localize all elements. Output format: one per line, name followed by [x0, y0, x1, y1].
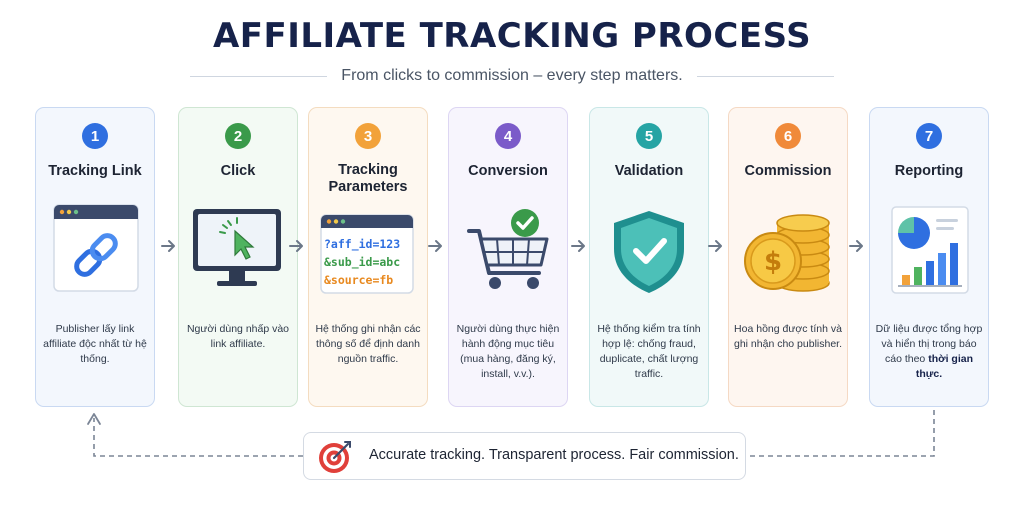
- param-sub-id: &sub_id=abc: [324, 255, 401, 269]
- step-title: Commission: [744, 163, 832, 179]
- subtitle-row: From clicks to commission – every step m…: [190, 64, 835, 88]
- param-aff-id: ?aff_id=123: [324, 237, 401, 251]
- step-title: Click: [220, 163, 256, 179]
- footer-banner: Accurate tracking. Transparent process. …: [303, 432, 746, 480]
- cart-check-icon: [457, 203, 559, 299]
- step-description-text: Dữ liệu được tổng hợp và hiển thị trong …: [875, 323, 983, 365]
- arrow-right-icon: [708, 238, 724, 254]
- report-chart-icon: [878, 203, 980, 299]
- arrow-right-icon: [571, 238, 587, 254]
- arrow-right-icon: [289, 238, 305, 254]
- step-number-badge: 7: [916, 123, 942, 149]
- step-number-badge: 1: [82, 123, 108, 149]
- coins-icon: $: [737, 203, 839, 299]
- step-card-reporting: 7 Reporting Dữ liệu được tổng hợp và hiể…: [869, 107, 989, 407]
- step-description-emphasis: thời gian thực.: [915, 353, 973, 380]
- step-description: Dữ liệu được tổng hợp và hiển thị trong …: [874, 322, 984, 382]
- step-description: Hệ thống kiểm tra tính hợp lệ: chống fra…: [597, 323, 701, 380]
- divider-left: [190, 75, 328, 77]
- step-description: Người dùng thực hiện hành động mục tiêu …: [456, 323, 560, 380]
- arrow-right-icon: [161, 238, 177, 254]
- step-number-badge: 2: [225, 123, 251, 149]
- step-card-tracking-parameters: 3 Tracking Parameters ?aff_id=123 &sub_i…: [308, 107, 428, 407]
- step-card-validation: 5 Validation Hệ thống kiểm tra tính hợp …: [589, 107, 709, 407]
- step-card-conversion: 4 Conversion Người dùng thực hiện hành đ…: [448, 107, 568, 407]
- param-source: &source=fb: [324, 273, 394, 287]
- step-description: Người dùng nhấp vào link affiliate.: [186, 323, 290, 350]
- page-title: AFFILIATE TRACKING PROCESS: [212, 16, 812, 56]
- monitor-cursor-icon: [187, 203, 289, 299]
- arrow-right-icon: [428, 238, 444, 254]
- arrow-right-icon: [849, 238, 865, 254]
- link-icon: [44, 203, 146, 299]
- step-card-click: 2 Click Người dùng nhấp vào link affilia…: [178, 107, 298, 407]
- step-title: Tracking Link: [48, 163, 142, 179]
- divider-right: [696, 75, 835, 77]
- target-icon: [317, 439, 353, 475]
- svg-text:$: $: [764, 247, 782, 277]
- page-subtitle: From clicks to commission – every step m…: [341, 67, 683, 84]
- step-title: Reporting: [894, 163, 964, 179]
- step-description: Publisher lấy link affiliate độc nhất từ…: [43, 323, 147, 365]
- step-description: Hệ thống ghi nhận các thông số để định d…: [315, 323, 421, 365]
- step-title: Tracking Parameters: [328, 162, 408, 195]
- shield-check-icon: [598, 203, 700, 299]
- step-card-tracking-link: 1 Tracking Link Publisher lấy link affil…: [35, 107, 155, 407]
- footer-text: Accurate tracking. Transparent process. …: [369, 447, 739, 463]
- step-title: Conversion: [468, 163, 548, 179]
- step-number-badge: 3: [355, 123, 381, 149]
- step-title: Validation: [614, 163, 684, 179]
- step-number-badge: 5: [636, 123, 662, 149]
- step-number-badge: 6: [775, 123, 801, 149]
- step-number-badge: 4: [495, 123, 521, 149]
- browser-params-icon: ?aff_id=123 &sub_id=abc &source=fb: [317, 203, 419, 299]
- step-card-commission: 6 Commission $ Hoa hồng được tính và ghi…: [728, 107, 848, 407]
- step-description: Hoa hồng được tính và ghi nhận cho publi…: [734, 323, 842, 350]
